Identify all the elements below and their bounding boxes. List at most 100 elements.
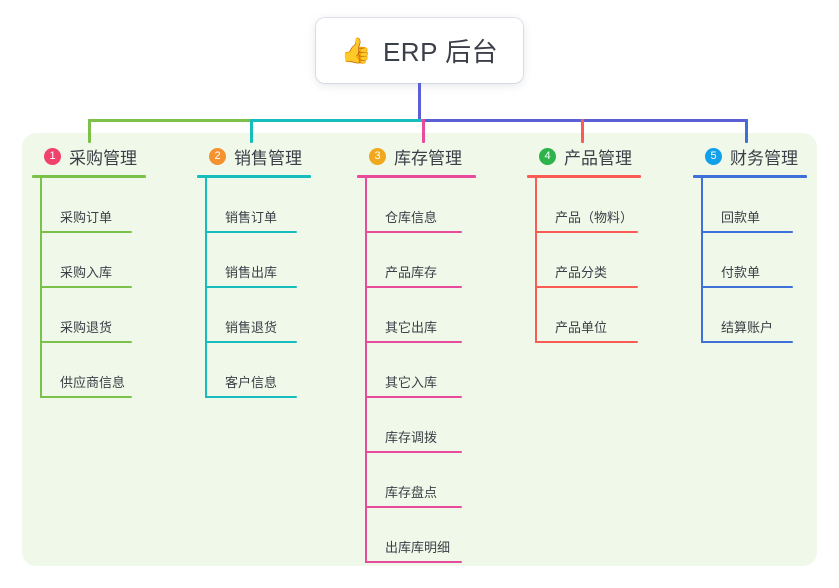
column-3: 3 库存管理仓库信息产品库存其它出库其它入库库存调拨库存盘点出库库明细: [357, 143, 476, 563]
leaf-rule: [535, 286, 638, 288]
column-rule-1: [32, 175, 146, 178]
leaf-rule: [365, 286, 462, 288]
leaf-item[interactable]: 销售订单: [197, 178, 311, 233]
column-header-4[interactable]: 4 产品管理: [527, 143, 641, 169]
leaf-item[interactable]: 产品单位: [527, 288, 641, 343]
leaf-label: 产品单位: [555, 320, 608, 335]
leaf-label: 仓库信息: [385, 210, 438, 225]
root-title: ERP 后台: [382, 37, 499, 67]
leaf-item[interactable]: 回款单: [693, 178, 807, 233]
leaf-spine-3: [365, 178, 367, 563]
leaf-label: 产品（物料）: [555, 210, 634, 225]
column-4: 4 产品管理产品（物料） 产品分类产品单位: [527, 143, 641, 343]
leaf-item[interactable]: 采购订单: [32, 178, 146, 233]
column-title-2: 销售管理: [234, 148, 302, 168]
leaf-item[interactable]: 库存调拨: [357, 398, 476, 453]
column-title-3: 库存管理: [394, 148, 462, 168]
leaf-rule: [701, 341, 793, 343]
leaf-rule: [205, 341, 297, 343]
leaf-label: 销售退货: [225, 320, 278, 335]
column-1: 1 采购管理采购订单采购入库采购退货供应商信息: [32, 143, 146, 398]
leaf-spine-2: [205, 178, 207, 398]
column-header-1[interactable]: 1 采购管理: [32, 143, 146, 169]
root-node[interactable]: 👍 ERP 后台: [316, 18, 523, 83]
leaf-rule: [40, 341, 132, 343]
leaf-label: 回款单: [721, 210, 761, 225]
leaf-label: 库存盘点: [385, 485, 438, 500]
stub-col-2: [250, 119, 253, 143]
leaf-item[interactable]: 销售出库: [197, 233, 311, 288]
leaf-rule: [365, 506, 462, 508]
leaf-item[interactable]: 库存盘点: [357, 453, 476, 508]
leaf-rule: [365, 561, 462, 563]
segment-green: [88, 119, 252, 122]
leaf-rule: [40, 396, 132, 398]
leaf-list-4: 产品（物料） 产品分类产品单位: [527, 178, 641, 343]
stub-col-5: [745, 119, 748, 143]
leaf-item[interactable]: 结算账户: [693, 288, 807, 343]
leaf-label: 结算账户: [721, 320, 774, 335]
leaf-label: 销售出库: [225, 265, 278, 280]
leaf-spine-1: [40, 178, 42, 398]
column-title-1: 采购管理: [69, 148, 137, 168]
leaf-rule: [40, 231, 132, 233]
leaf-rule: [205, 231, 297, 233]
column-header-5[interactable]: 5 财务管理: [693, 143, 807, 169]
leaf-label: 供应商信息: [60, 375, 126, 390]
leaf-rule: [205, 396, 297, 398]
column-rule-5: [693, 175, 807, 178]
leaf-item[interactable]: 客户信息: [197, 343, 311, 398]
column-header-3[interactable]: 3 库存管理: [357, 143, 476, 169]
stub-col-3: [422, 119, 425, 143]
leaf-label: 付款单: [721, 265, 761, 280]
leaf-rule: [205, 286, 297, 288]
leaf-label: 销售订单: [225, 210, 278, 225]
leaf-label: 采购订单: [60, 210, 113, 225]
column-title-5: 财务管理: [730, 148, 798, 168]
column-5: 5 财务管理回款单付款单结算账户: [693, 143, 807, 343]
leaf-rule: [365, 396, 462, 398]
leaf-label: 客户信息: [225, 375, 278, 390]
segment-blue: [422, 119, 748, 122]
leaf-item[interactable]: 产品分类: [527, 233, 641, 288]
leaf-item[interactable]: 其它出库: [357, 288, 476, 343]
column-badge-4: 4: [539, 147, 556, 165]
stub-col-4: [581, 119, 584, 143]
leaf-item[interactable]: 出库库明细: [357, 508, 476, 563]
leaf-item[interactable]: 采购退货: [32, 288, 146, 343]
column-badge-1: 1: [44, 147, 61, 165]
leaf-label: 产品分类: [555, 265, 608, 280]
leaf-item[interactable]: 产品（物料）: [527, 178, 641, 233]
root-node-content: 👍 ERP 后台: [341, 32, 498, 69]
leaf-item[interactable]: 付款单: [693, 233, 807, 288]
leaf-item[interactable]: 其它入库: [357, 343, 476, 398]
leaf-item[interactable]: 供应商信息: [32, 343, 146, 398]
leaf-rule: [535, 231, 638, 233]
leaf-list-2: 销售订单销售出库销售退货客户信息: [197, 178, 311, 398]
leaf-rule: [365, 341, 462, 343]
leaf-label: 产品库存: [385, 265, 438, 280]
column-badge-5: 5: [705, 147, 722, 165]
leaf-label: 库存调拨: [385, 430, 438, 445]
leaf-list-1: 采购订单采购入库采购退货供应商信息: [32, 178, 146, 398]
column-badge-3: 3: [369, 147, 386, 165]
leaf-rule: [701, 231, 793, 233]
leaf-label: 采购退货: [60, 320, 113, 335]
content-panel: [22, 133, 817, 566]
leaf-spine-4: [535, 178, 537, 343]
leaf-item[interactable]: 采购入库: [32, 233, 146, 288]
leaf-item[interactable]: 产品库存: [357, 233, 476, 288]
leaf-item[interactable]: 销售退货: [197, 288, 311, 343]
leaf-label: 采购入库: [60, 265, 113, 280]
column-rule-4: [527, 175, 641, 178]
leaf-rule: [365, 451, 462, 453]
column-title-4: 产品管理: [564, 148, 632, 168]
leaf-label: 其它入库: [385, 375, 438, 390]
leaf-list-5: 回款单付款单结算账户: [693, 178, 807, 343]
leaf-label: 其它出库: [385, 320, 438, 335]
leaf-rule: [535, 341, 638, 343]
column-rule-3: [357, 175, 476, 178]
leaf-item[interactable]: 仓库信息: [357, 178, 476, 233]
